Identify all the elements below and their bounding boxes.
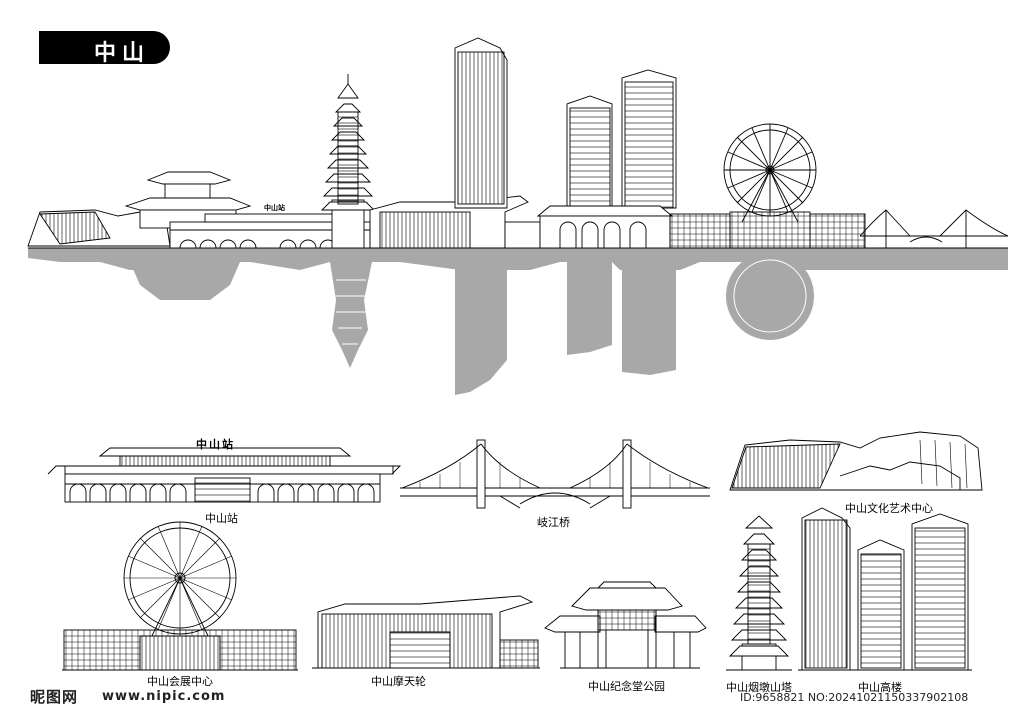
station-sign: 中山站 — [196, 438, 235, 451]
label-memorial-park: 中山纪念堂公园 — [588, 680, 665, 693]
ferris-building-drawing — [312, 595, 540, 669]
watermark-url: www.nipic.com — [102, 689, 226, 704]
label-ferris-wheel: 中山摩天轮 — [371, 675, 426, 688]
label-pagoda: 中山烟墩山塔 — [726, 681, 792, 694]
city-title: 中山 — [94, 41, 151, 66]
skyline-reflection — [28, 248, 1008, 395]
skyline — [27, 37, 1009, 249]
watermark-logo: 昵图网 — [30, 688, 79, 706]
label-bridge: 岐江桥 — [537, 516, 570, 529]
station-drawing — [47, 447, 402, 503]
skyline-station-sign: 中山站 — [264, 204, 285, 212]
arts-center-drawing — [729, 431, 983, 491]
label-towers: 中山高楼 — [858, 681, 902, 694]
qijiang-bridge-drawing — [400, 439, 710, 509]
label-expo-center: 中山会展中心 — [147, 675, 213, 688]
pagoda-drawing — [726, 515, 792, 671]
memorial-gate-drawing — [544, 581, 707, 669]
label-station: 中山站 — [205, 512, 238, 525]
city-title-tag: 中山 — [39, 31, 170, 66]
label-arts-center: 中山文化艺术中心 — [845, 502, 933, 515]
towers-drawing — [798, 507, 972, 671]
watermark-id: ID:9658821 NO:20241021150337902108 — [740, 691, 969, 704]
expo-center-drawing — [62, 521, 298, 671]
